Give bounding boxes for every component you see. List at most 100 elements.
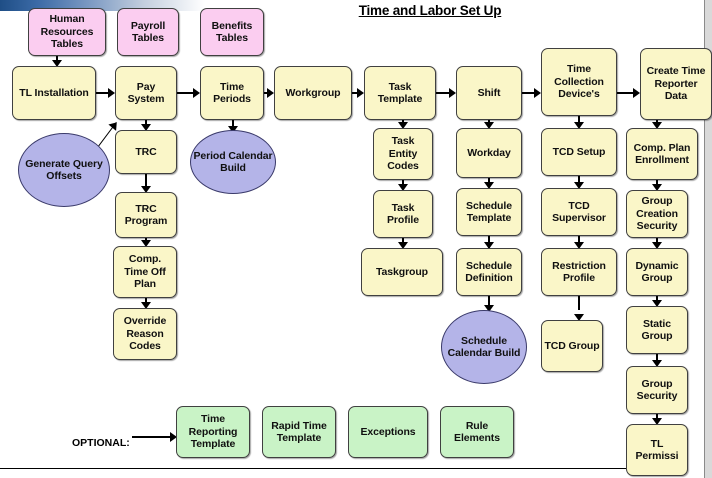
optional-step-time-reporting-template[interactable]: Time Reporting Template [176,406,250,458]
arrowhead-down [141,240,151,247]
connector-vertical [145,120,147,125]
node-label: TCD Supervisor [552,199,606,225]
step-comp-time-off-plan[interactable]: Comp. Time Off Plan [113,246,177,298]
connector-vertical [145,298,147,303]
step-tcd-supervisor[interactable]: TCD Supervisor [541,188,617,236]
node-label: Time Periods [213,80,251,106]
step-tcd-group[interactable]: TCD Group [541,320,603,372]
batch-period-calendar-build[interactable]: Period Calendar Build [190,130,276,194]
source-table-human-resources-tables[interactable]: Human Resources Tables [28,8,106,56]
node-label: Rapid Time Template [271,419,327,445]
connector-vertical [656,414,658,419]
step-tcd-setup[interactable]: TCD Setup [541,128,617,176]
step-pay-system[interactable]: Pay System [115,66,177,120]
arrowhead-right [108,88,115,98]
step-shift[interactable]: Shift [456,66,522,120]
connector-horizontal [264,92,268,94]
connector-vertical [402,238,404,243]
optional-step-exceptions[interactable]: Exceptions [348,406,428,458]
arrowhead-right [170,432,177,442]
arrowhead-down [484,242,494,249]
step-dynamic-group[interactable]: Dynamic Group [626,248,688,296]
step-restriction-profile[interactable]: Restriction Profile [541,248,617,296]
node-label: Group Security [636,377,678,403]
node-label: Dynamic Group [635,259,679,285]
connector-horizontal [436,92,450,94]
node-label: Shift [477,86,501,99]
connector-vertical [488,178,490,183]
node-label: Create Time Reporter Data [646,65,706,103]
step-task-entity-codes[interactable]: Task Entity Codes [373,128,433,180]
right-scroll-strip[interactable] [704,0,712,478]
connector-vertical [656,180,658,185]
step-group-creation-security[interactable]: Group Creation Security [626,190,688,238]
arrowhead-down [141,302,151,309]
node-label: Restriction Profile [552,259,606,285]
node-label: Workday [467,146,511,159]
step-override-reason-codes[interactable]: Override Reason Codes [113,308,177,360]
arrowhead-right [534,88,541,98]
node-label: Exceptions [360,425,416,438]
node-label: Period Calendar Build [193,149,273,175]
connector-horizontal [132,436,171,438]
node-label: TRC Program [124,202,168,228]
node-label: Task Profile [387,201,419,227]
connector-horizontal [352,92,358,94]
step-task-profile[interactable]: Task Profile [373,190,433,238]
arrowhead-down [574,182,584,189]
connector-vertical [578,176,580,183]
node-label: TCD Setup [552,145,606,158]
step-create-time-reporter-data[interactable]: Create Time Reporter Data [640,48,712,120]
arrowhead-down [484,182,494,189]
arrowhead-right [193,88,200,98]
arrowhead-down [484,122,494,129]
connector-horizontal [617,92,634,94]
connector-vertical [56,56,58,61]
node-label: Schedule Calendar Build [447,334,521,360]
source-table-payroll-tables[interactable]: Payroll Tables [117,8,179,56]
step-trc-program[interactable]: TRC Program [115,192,177,238]
batch-schedule-calendar-build[interactable]: Schedule Calendar Build [441,310,527,384]
step-task-template[interactable]: Task Template [364,66,436,120]
step-tl-installation[interactable]: TL Installation [12,66,96,120]
step-taskgroup[interactable]: Taskgroup [361,248,443,296]
bottom-divider-line [0,468,656,469]
connector-vertical [145,174,147,187]
arrowhead-right [267,88,274,98]
batch-generate-query-offsets[interactable]: Generate Query Offsets [18,133,110,207]
connector-vertical [578,296,580,310]
node-label: TL Permissi [635,437,679,463]
node-label: Task Entity Codes [387,135,419,173]
connector-vertical [656,296,658,301]
connector-vertical [232,120,234,127]
connector-vertical [578,236,580,243]
optional-step-rule-elements[interactable]: Rule Elements [440,406,514,458]
source-table-benefits-tables[interactable]: Benefits Tables [200,8,264,56]
arrowhead-right [633,88,640,98]
node-label: Override Reason Codes [123,315,167,353]
step-schedule-template[interactable]: Schedule Template [456,188,522,236]
step-static-group[interactable]: Static Group [626,306,688,354]
node-label: Payroll Tables [130,19,166,45]
node-label: Time Collection Device's [554,63,604,101]
step-time-collection-devices[interactable]: Time Collection Device's [541,48,617,116]
optional-step-rapid-time-template[interactable]: Rapid Time Template [262,406,336,458]
arrowhead-down [228,126,238,133]
step-workday[interactable]: Workday [456,128,522,178]
step-time-periods[interactable]: Time Periods [200,66,264,120]
step-workgroup[interactable]: Workgroup [274,66,352,120]
step-schedule-definition[interactable]: Schedule Definition [456,248,522,296]
connector-vertical [488,120,490,123]
step-trc[interactable]: TRC [115,130,177,174]
connector-vertical [578,116,580,123]
arrowhead-down [574,314,584,321]
node-label: Taskgroup [376,265,428,278]
node-label: Workgroup [285,86,341,99]
step-tl-permissions[interactable]: TL Permissi [626,424,688,476]
connector-horizontal [96,92,109,94]
node-label: TL Installation [19,86,89,99]
step-comp-plan-enrollment[interactable]: Comp. Plan Enrollment [626,128,698,180]
step-group-security[interactable]: Group Security [626,366,688,414]
arrowhead-down [652,122,662,129]
